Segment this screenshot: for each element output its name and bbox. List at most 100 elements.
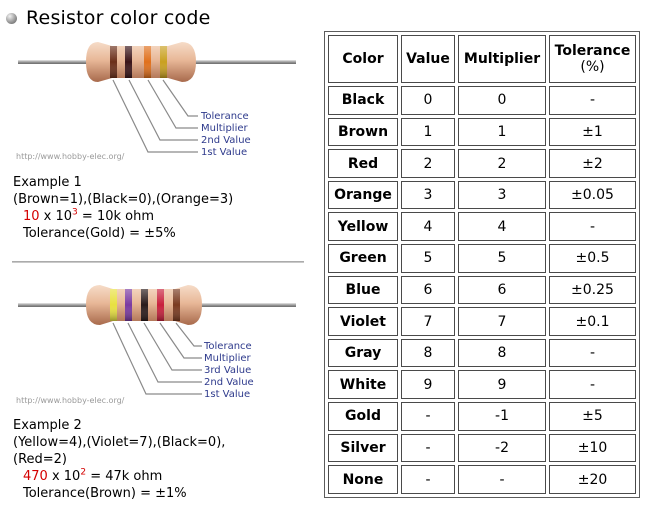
resistor-diagram-5-band: Tolerance Multiplier 3rd Value 2nd Value… [16, 285, 296, 405]
example-2-tolerance: Tolerance(Brown) = ±1% [23, 486, 187, 501]
color-band-shade [173, 289, 180, 321]
cell-color: Blue [328, 275, 398, 305]
example-1-bands: (Brown=1),(Black=0),(Orange=3) [13, 192, 234, 207]
cell-color: Gold [328, 402, 398, 431]
cell-color: Yellow [328, 212, 398, 242]
header-tolerance: Tolerance (%) [549, 35, 636, 83]
cell-value: 2 [401, 149, 455, 178]
cell-value: - [401, 465, 455, 494]
label-2nd-value: 2nd Value [204, 377, 254, 388]
color-band-shade [110, 46, 117, 78]
color-band-shade [160, 46, 167, 78]
example-1-title: Example 1 [13, 175, 82, 190]
cell-tolerance: ±10 [549, 433, 636, 463]
cell-value: 1 [401, 117, 455, 147]
cell-tolerance: - [549, 370, 636, 400]
pointer-lines [112, 79, 198, 153]
cell-color: Silver [328, 433, 398, 463]
cell-multiplier: 2 [458, 149, 546, 178]
cell-value: - [401, 402, 455, 431]
section-divider [12, 261, 304, 263]
bullet-icon [6, 12, 17, 24]
cell-multiplier: 8 [458, 338, 546, 368]
resistor-diagram-4-band: Tolerance Multiplier 2nd Value 1st Value… [16, 42, 296, 161]
header-multiplier: Multiplier [458, 35, 546, 83]
example-2-calculation: 470 x 102 = 47k ohm [23, 467, 163, 484]
color-band-shade [110, 289, 117, 321]
watermark: http://www.hobby-elec.org/ [16, 396, 125, 405]
color-band-shade [125, 289, 132, 321]
color-band-shade [125, 46, 132, 78]
cell-tolerance: ±0.05 [549, 180, 636, 210]
color-code-table-frame: Color Value Multiplier Tolerance (%) Bla… [324, 31, 640, 498]
example-2-title: Example 2 [13, 418, 82, 433]
cell-tolerance: ±1 [549, 117, 636, 147]
page-heading: Resistor color code [6, 4, 211, 32]
watermark: http://www.hobby-elec.org/ [16, 152, 125, 161]
cell-tolerance: ±2 [549, 149, 636, 178]
resistor-body [86, 42, 196, 82]
cell-value: 5 [401, 244, 455, 273]
cell-multiplier: 7 [458, 307, 546, 336]
cell-multiplier: 9 [458, 370, 546, 400]
cell-tolerance: ±0.1 [549, 307, 636, 336]
cell-tolerance: ±5 [549, 402, 636, 431]
header-color: Color [328, 35, 398, 83]
cell-color: Black [328, 86, 398, 115]
cell-value: 4 [401, 212, 455, 242]
cell-multiplier: -2 [458, 433, 546, 463]
color-band-shade [157, 289, 164, 321]
label-tolerance: Tolerance [203, 341, 252, 352]
cell-multiplier: - [458, 465, 546, 494]
cell-multiplier: -1 [458, 402, 546, 431]
cell-value: 8 [401, 338, 455, 368]
example-2: Example 2 (Yellow=4),(Violet=7),(Black=0… [13, 417, 225, 502]
cell-tolerance: - [549, 338, 636, 368]
cell-multiplier: 1 [458, 117, 546, 147]
label-2nd-value: 2nd Value [201, 135, 251, 146]
label-multiplier: Multiplier [204, 353, 252, 364]
cell-value: 6 [401, 275, 455, 305]
table-row: None--±20 [328, 465, 636, 494]
cell-multiplier: 0 [458, 86, 546, 115]
cell-tolerance: - [549, 86, 636, 115]
cell-multiplier: 6 [458, 275, 546, 305]
cell-multiplier: 3 [458, 180, 546, 210]
cell-tolerance: ±20 [549, 465, 636, 494]
cell-tolerance: ±0.5 [549, 244, 636, 273]
cell-color: Gray [328, 338, 398, 368]
color-band-shade [144, 46, 151, 78]
cell-value: 7 [401, 307, 455, 336]
table-row: Silver--2±10 [328, 433, 636, 463]
example-2-bands-cont: (Red=2) [13, 452, 68, 467]
cell-color: Green [328, 244, 398, 273]
color-band-shade [141, 289, 148, 321]
label-3rd-value: 3rd Value [204, 365, 251, 376]
page-title: Resistor color code [26, 7, 211, 29]
cell-value: 3 [401, 180, 455, 210]
example-1: Example 1 (Brown=1),(Black=0),(Orange=3)… [13, 174, 233, 242]
table-header-row: Color Value Multiplier Tolerance (%) [328, 35, 636, 83]
cell-value: 9 [401, 370, 455, 400]
cell-tolerance: - [549, 212, 636, 242]
cell-color: Brown [328, 117, 398, 147]
cell-multiplier: 4 [458, 212, 546, 242]
cell-value: - [401, 433, 455, 463]
header-value: Value [401, 35, 455, 83]
pointer-lines [112, 322, 202, 395]
label-1st-value: 1st Value [204, 389, 250, 400]
cell-tolerance: ±0.25 [549, 275, 636, 305]
example-1-tolerance: Tolerance(Gold) = ±5% [23, 226, 176, 241]
label-tolerance: Tolerance [200, 111, 249, 122]
cell-value: 0 [401, 86, 455, 115]
cell-color: White [328, 370, 398, 400]
